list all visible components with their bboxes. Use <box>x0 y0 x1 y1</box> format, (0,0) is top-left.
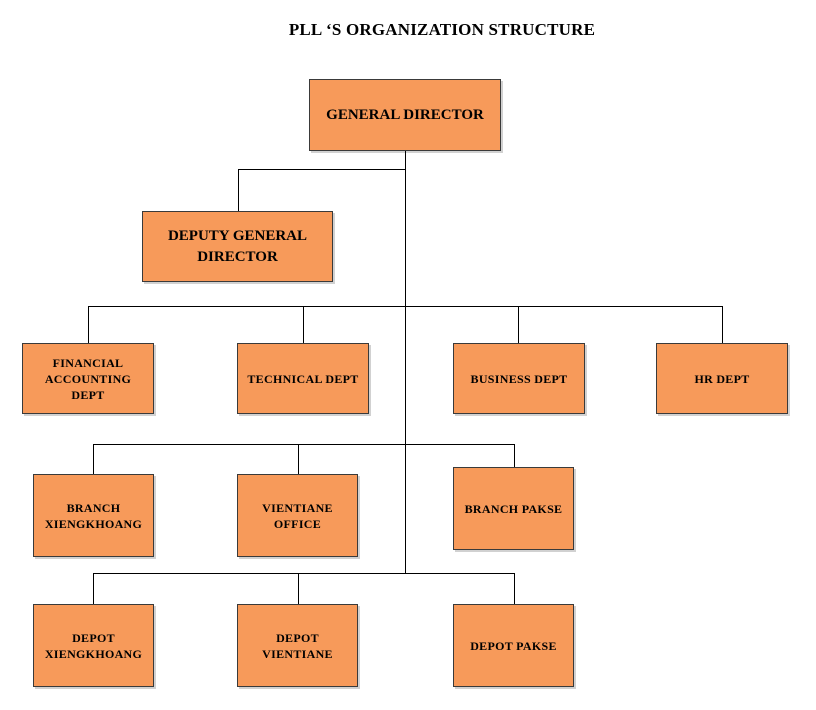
node-vientiane-office: VIENTIANE OFFICE <box>237 474 358 557</box>
node-branch-pakse: BRANCH PAKSE <box>453 467 574 550</box>
node-technical-dept: TECHNICAL DEPT <box>237 343 369 414</box>
deputy-connector <box>238 169 406 211</box>
node-financial-accounting-dept: FINANCIAL ACCOUNTING DEPT <box>22 343 154 414</box>
node-depot-vientiane: DEPOT VIENTIANE <box>237 604 358 687</box>
node-general-director: GENERAL DIRECTOR <box>309 79 501 151</box>
node-business-dept: BUSINESS DEPT <box>453 343 585 414</box>
node-depot-xiengkhoang: DEPOT XIENGKHOANG <box>33 604 154 687</box>
node-depot-pakse: DEPOT PAKSE <box>453 604 574 687</box>
node-hr-dept: HR DEPT <box>656 343 788 414</box>
chart-title: PLL ‘S ORGANIZATION STRUCTURE <box>288 20 596 39</box>
node-branch-xiengkhoang: BRANCH XIENGKHOANG <box>33 474 154 557</box>
node-deputy-general-director: DEPUTY GENERAL DIRECTOR <box>142 211 333 282</box>
